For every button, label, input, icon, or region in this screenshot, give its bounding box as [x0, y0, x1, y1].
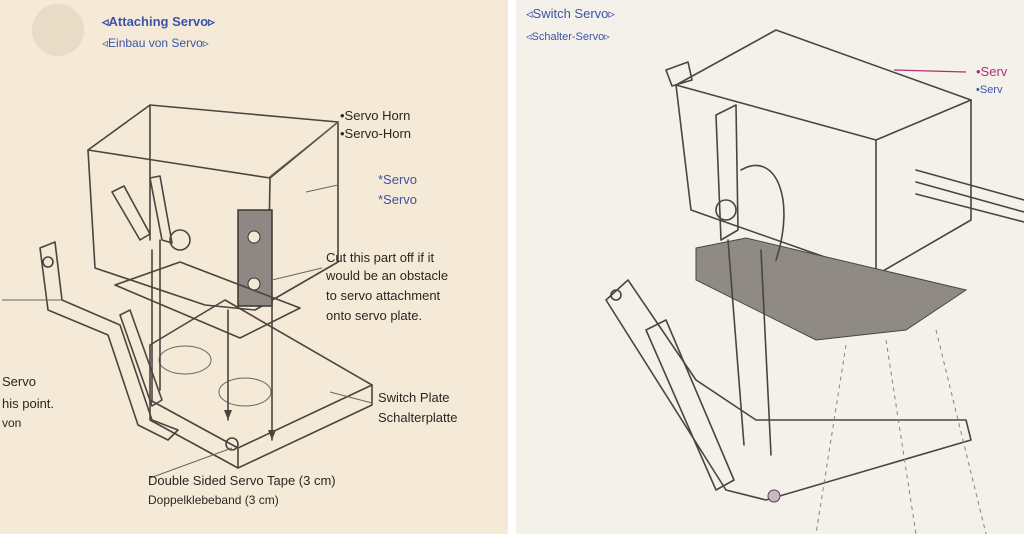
- switch-servo-horn: [715, 104, 739, 241]
- servo-body: [87, 104, 339, 311]
- switch-plate-lower: [605, 279, 972, 501]
- switch-plate: [149, 299, 373, 469]
- servo-tape-pad: [695, 237, 968, 341]
- servo-edges: [87, 104, 339, 301]
- servo-horn-arm: [149, 175, 173, 244]
- attaching-servo-illustration: [2, 4, 373, 479]
- cut-note-line-4: onto servo plate.: [326, 308, 423, 323]
- servo-horn-label-german: •Servo-Horn: [340, 126, 412, 141]
- cut-note-line-2: would be an obstacle: [326, 268, 449, 283]
- left-panel-attaching-servo: ◃Attaching Servo▹ ◃Einbau von Servo▹ •Se…: [0, 0, 508, 534]
- assembly-guide-lines: [227, 299, 273, 441]
- switch-servo-body: [675, 29, 972, 276]
- servo-callout-line: [893, 69, 967, 73]
- servo-label: *Servo: [378, 172, 418, 187]
- switch-plate-label: Switch Plate: [378, 390, 450, 405]
- tape-label-german: Doppelklebeband (3 cm): [148, 493, 279, 507]
- servo-horn-arm-2: [111, 185, 151, 241]
- switch-servo-heading-german: ◃Schalter-Servo▹: [526, 31, 610, 43]
- side-note-line-2: his point.: [2, 396, 55, 411]
- servo-label-german: *Servo: [378, 192, 418, 207]
- side-note-line-3: von: [2, 416, 22, 430]
- servo-callout-label-german: •Serv: [976, 84, 1003, 96]
- cut-note-line-1: Cut this part off if it: [326, 250, 435, 265]
- switch-servo-illustration: [605, 29, 1024, 534]
- panel-divider: [508, 0, 516, 534]
- background-badge: [32, 4, 84, 56]
- servo-callout-label: •Serv: [976, 64, 1008, 79]
- servo-horn-label: •Servo Horn: [340, 108, 411, 123]
- servo-plate: [114, 261, 301, 339]
- switch-plate-label-german: Schalterplatte: [378, 410, 458, 425]
- linkage-bracket: [39, 241, 179, 441]
- cut-note-line-3: to servo attachment: [326, 288, 441, 303]
- attaching-servo-heading-german: ◃Einbau von Servo▹: [102, 36, 209, 50]
- right-panel-switch-servo: ◃Switch Servo▹ ◃Schalter-Servo▹ •Serv •S…: [516, 0, 1024, 534]
- switch-servo-heading: ◃Switch Servo▹: [526, 6, 615, 21]
- side-note-line-1: Servo: [2, 374, 36, 389]
- attaching-servo-heading: ◃Attaching Servo▹: [102, 14, 215, 29]
- tape-label: Double Sided Servo Tape (3 cm): [148, 473, 336, 488]
